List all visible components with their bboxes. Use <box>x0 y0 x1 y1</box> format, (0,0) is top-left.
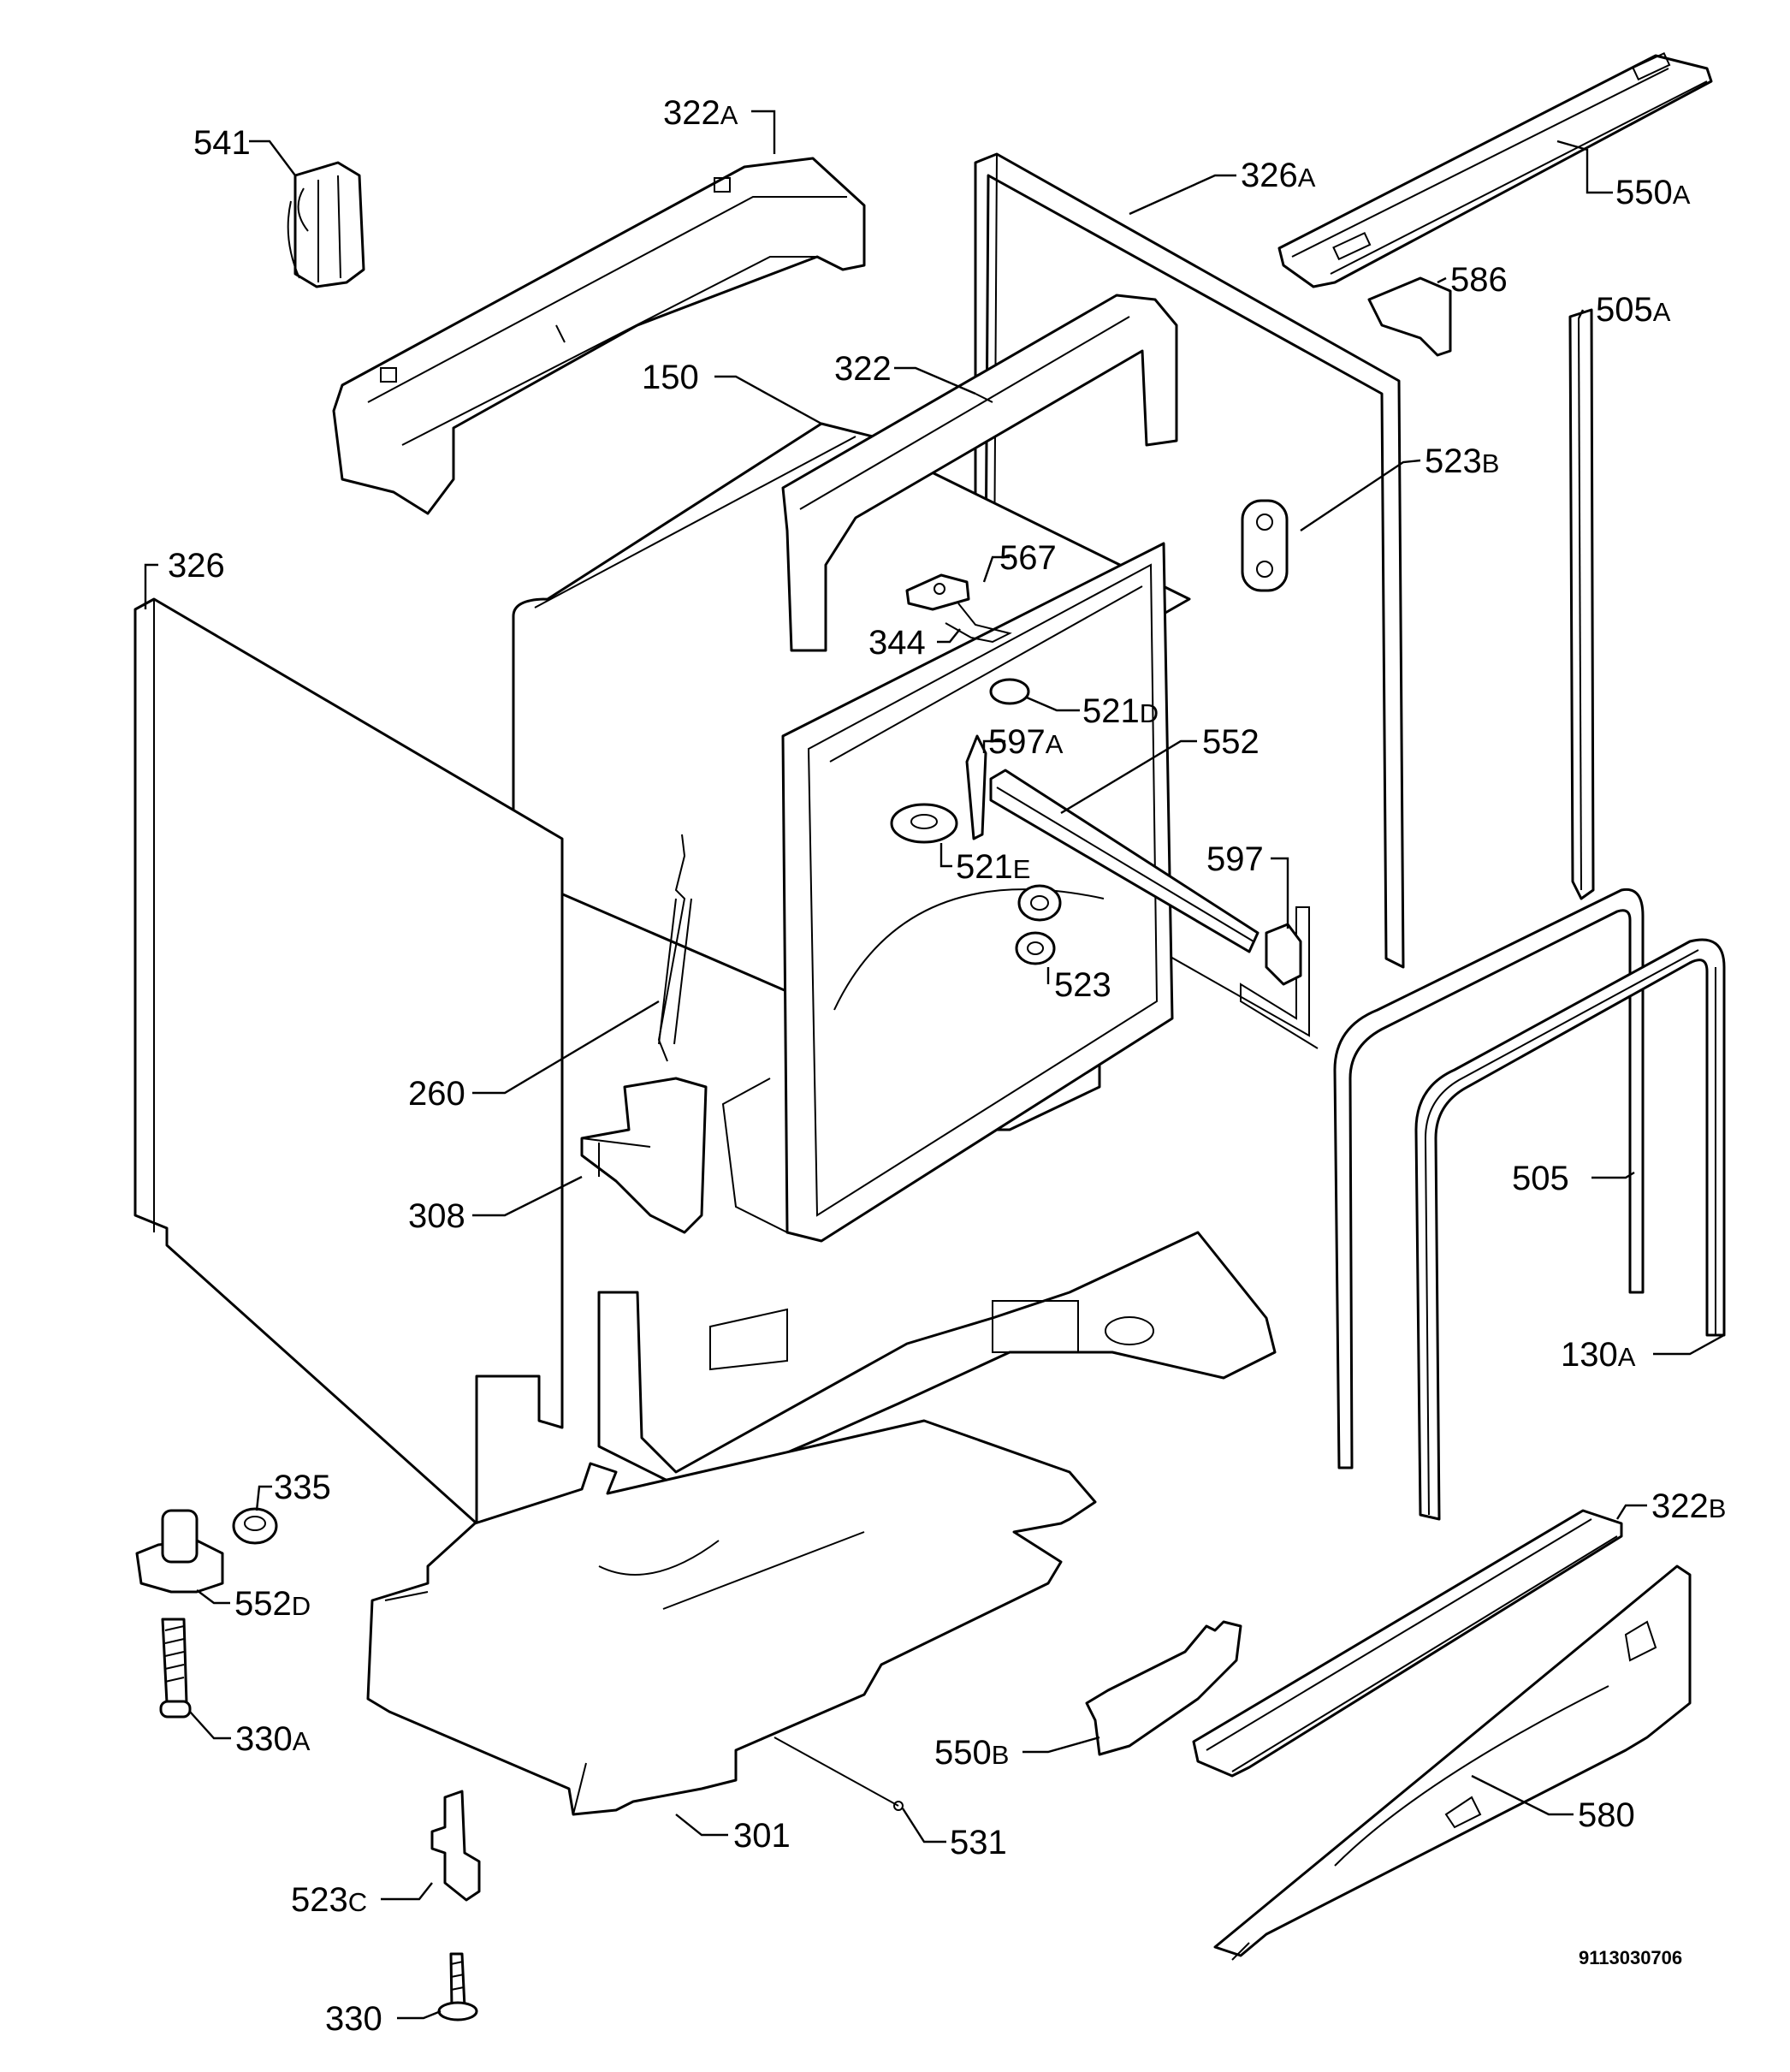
part-550B-bracket <box>1085 1620 1242 1756</box>
part-tub-front-frame <box>721 542 1174 1243</box>
label-505A: 505A <box>1596 291 1671 329</box>
part-523-grommets <box>1015 884 1062 965</box>
label-521D: 521D <box>1082 692 1159 730</box>
part-567-clip <box>905 573 970 611</box>
part-586-bracket <box>1367 276 1452 357</box>
label-330A: 330A <box>235 1720 311 1758</box>
part-550A-top-rail <box>1277 51 1713 288</box>
part-301-base-tray <box>366 1419 1097 1816</box>
part-308-hinge <box>580 1077 708 1234</box>
label-322: 322 <box>834 350 892 388</box>
label-150: 150 <box>642 359 699 396</box>
part-335-nut <box>232 1507 278 1545</box>
label-550B: 550B <box>934 1734 1009 1772</box>
part-552-rail <box>989 769 1260 953</box>
part-541-clip <box>287 161 365 288</box>
part-531-rod <box>773 1737 904 1811</box>
label-326: 326 <box>168 547 225 585</box>
label-344: 344 <box>868 624 926 662</box>
part-597A-pin <box>965 734 987 840</box>
label-567: 567 <box>999 539 1057 577</box>
part-580-plinth <box>1213 1564 1692 1961</box>
label-505: 505 <box>1512 1160 1569 1197</box>
label-523: 523 <box>1054 966 1111 1004</box>
part-labels: 541 322A 326A 550A 586 505A 150 322 523B… <box>168 94 1726 2038</box>
label-586: 586 <box>1450 261 1508 299</box>
part-330A-screw <box>159 1618 192 1719</box>
part-322-inner-frame <box>781 294 1178 652</box>
label-308: 308 <box>408 1197 465 1235</box>
label-301: 301 <box>733 1817 791 1855</box>
label-335: 335 <box>274 1469 331 1506</box>
label-541: 541 <box>193 124 251 162</box>
label-550A: 550A <box>1615 174 1691 211</box>
label-597: 597 <box>1206 840 1264 878</box>
part-523B-grommet <box>1241 499 1289 592</box>
label-552: 552 <box>1202 723 1260 761</box>
part-344-spring-wire <box>945 603 1012 644</box>
part-597-stop <box>1265 923 1302 986</box>
part-326-side-panel <box>133 597 564 1525</box>
part-130A-gasket <box>1414 938 1726 1521</box>
label-521E: 521E <box>956 848 1030 886</box>
label-326A: 326A <box>1241 157 1316 194</box>
part-523C-bracket <box>430 1790 481 1902</box>
part-505-door-seal <box>1333 888 1645 1469</box>
label-552D: 552D <box>234 1585 311 1623</box>
label-531: 531 <box>950 1824 1007 1861</box>
label-130A: 130A <box>1561 1336 1636 1374</box>
part-505A-seal <box>1568 308 1595 900</box>
part-260-spring <box>657 834 692 1062</box>
label-523C: 523C <box>291 1881 367 1919</box>
part-330-screw <box>437 1952 478 2022</box>
label-260: 260 <box>408 1075 465 1113</box>
label-322A: 322A <box>663 94 738 132</box>
part-521E-washer <box>890 803 958 844</box>
label-523B: 523B <box>1425 442 1499 480</box>
label-580: 580 <box>1578 1796 1635 1834</box>
label-322B: 322B <box>1651 1487 1726 1525</box>
leader-lines <box>144 110 1725 2020</box>
label-330: 330 <box>325 2000 382 2038</box>
drawing-number: 9113030706 <box>1579 1947 1682 1968</box>
part-322A-top-frame <box>332 157 866 515</box>
part-552D-foot <box>135 1509 224 1594</box>
part-322B-channel <box>1192 1509 1623 1778</box>
part-521D-plug <box>989 678 1030 705</box>
label-597A: 597A <box>988 723 1064 761</box>
